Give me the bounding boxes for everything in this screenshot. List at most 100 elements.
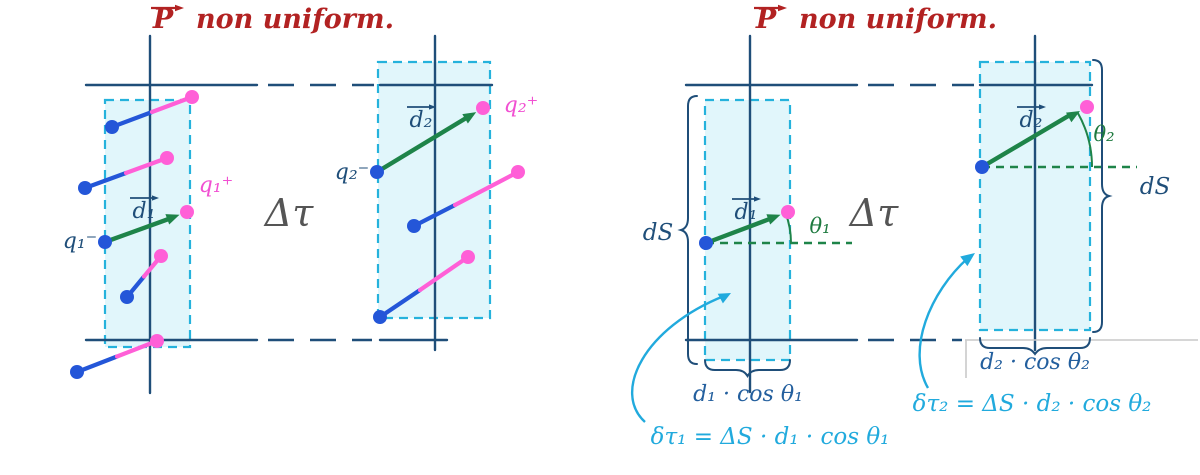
positive-charge-dot (461, 250, 475, 264)
p-vector-symbol: P (152, 4, 174, 35)
d1-vector-arrow (703, 216, 774, 246)
q1-plus-label: q₁⁺ (199, 173, 234, 198)
left-surface-slab (103, 98, 192, 349)
d2-vector-arrowhead-icon (462, 112, 477, 124)
left-surface-slab (703, 98, 792, 362)
negative-charge-dot (120, 290, 134, 304)
dipole-segment-positive (417, 254, 471, 293)
dipole (78, 151, 174, 195)
callout-arrow-1 (630, 293, 731, 423)
p-vector-arrowhead-icon (175, 4, 184, 12)
volume-label: Δτ (848, 191, 899, 235)
dipole (373, 250, 475, 324)
theta2-label: θ₂ (1093, 122, 1114, 146)
title-text: non uniform. (196, 4, 394, 35)
d1-label-group: d₁ (130, 195, 159, 224)
negative-charge-dot (370, 165, 384, 179)
d2-label-group: d₂ (407, 104, 436, 133)
d2-overbar-arrowhead-icon (429, 104, 436, 110)
volume-outline (84, 34, 494, 395)
dipole (105, 90, 199, 134)
positive-charge-dot (160, 151, 174, 165)
callout-arrowhead-icon (960, 253, 975, 267)
negative-charge-dot (98, 235, 112, 249)
negative-charge-dot (105, 120, 119, 134)
dipole (407, 165, 525, 233)
positive-charge-dot (511, 165, 525, 179)
dipole-with-vector-d1 (699, 205, 852, 250)
p-vector-arrowhead-icon (778, 4, 787, 12)
dipole (120, 249, 168, 304)
title-text: non uniform. (799, 4, 997, 35)
negative-charge-dot (407, 219, 421, 233)
d2-vector-arrow (374, 115, 470, 175)
delta-tau1-formula: δτ₁ = ΔS · d₁ · cos θ₁ (651, 424, 890, 450)
ds-right-label: dS (1140, 174, 1170, 200)
p-vector-symbol: P (755, 4, 777, 35)
d1-overbar-arrowhead-icon (152, 195, 159, 201)
projection1-label: d₁ · cos θ₁ (693, 382, 803, 407)
d1-overbar-arrowhead-icon (754, 196, 761, 202)
dipole-segment-negative (109, 109, 155, 130)
projection2-label: d₂ · cos θ₂ (980, 350, 1090, 375)
dipole-with-vector-d1 (98, 205, 194, 249)
positive-charge-dot (781, 205, 795, 219)
positive-charge-dot (150, 334, 164, 348)
d1-label: d₁ (133, 199, 156, 224)
negative-charge-dot (70, 365, 84, 379)
d2-label: d₂ (410, 108, 433, 133)
negative-charge-dot (699, 236, 713, 250)
callout-curve (630, 294, 725, 423)
dipole-segment-negative (377, 287, 423, 320)
dipole-segment-positive (123, 155, 170, 176)
d2-overbar-arrowhead-icon (1039, 104, 1046, 110)
ds-left-brace (677, 95, 698, 365)
left-diagram: P non uniform. (63, 4, 539, 395)
dipole (70, 334, 164, 379)
dipole-segment-negative (411, 202, 458, 229)
volume-label: Δτ (263, 191, 314, 235)
dipole-segment-negative (82, 170, 129, 191)
dipole-with-vector-d2 (370, 101, 490, 179)
dipole-with-vector-d2 (975, 100, 1137, 174)
projection1-underbrace (704, 359, 791, 378)
left-title: P non uniform. (151, 4, 394, 35)
positive-charge-dot (180, 205, 194, 219)
negative-charge-dot (373, 310, 387, 324)
d2-label-group: d₂ (1017, 104, 1046, 133)
d2-vector-arrow (979, 112, 1073, 170)
positive-charge-dot (185, 90, 199, 104)
theta2-angle-arc (1076, 111, 1093, 168)
ds-left-label: dS (643, 220, 673, 246)
positive-charge-dot (476, 101, 490, 115)
d2-vector-arrowhead-icon (1066, 111, 1080, 123)
dipole-segment-positive (114, 338, 160, 359)
delta-tau2-formula: δτ₂ = ΔS · d₂ · cos θ₂ (913, 391, 1152, 417)
negative-charge-dot (975, 160, 989, 174)
dipole-segment-positive (149, 94, 195, 115)
positive-charge-dot (154, 249, 168, 263)
q1-minus-label: q₁⁻ (63, 229, 98, 254)
negative-charge-dot (78, 181, 92, 195)
callout-curve (918, 257, 969, 389)
dipole-segment-negative (74, 354, 120, 375)
right-title: P non uniform. (754, 4, 997, 35)
d1-label-group: d₁ (732, 196, 761, 225)
d1-label: d₁ (735, 200, 758, 225)
d1-vector-arrow (102, 216, 173, 245)
theta1-label: θ₁ (809, 214, 830, 238)
dipole-segment-positive (452, 169, 521, 208)
q2-plus-label: q₂⁺ (504, 93, 539, 118)
d1-vector-arrowhead-icon (165, 214, 180, 225)
callout-arrowhead-icon (717, 293, 731, 304)
right-diagram: P non uniform. (630, 4, 1198, 450)
positive-charge-dot (1080, 100, 1094, 114)
projection2-underbrace (979, 337, 1091, 356)
ds-right-brace (1092, 59, 1113, 333)
q2-minus-label: q₂⁻ (335, 160, 370, 185)
d1-vector-arrowhead-icon (766, 214, 781, 225)
d2-label: d₂ (1020, 108, 1043, 133)
callout-arrow-2 (918, 253, 975, 389)
volume-outline (684, 34, 1198, 394)
